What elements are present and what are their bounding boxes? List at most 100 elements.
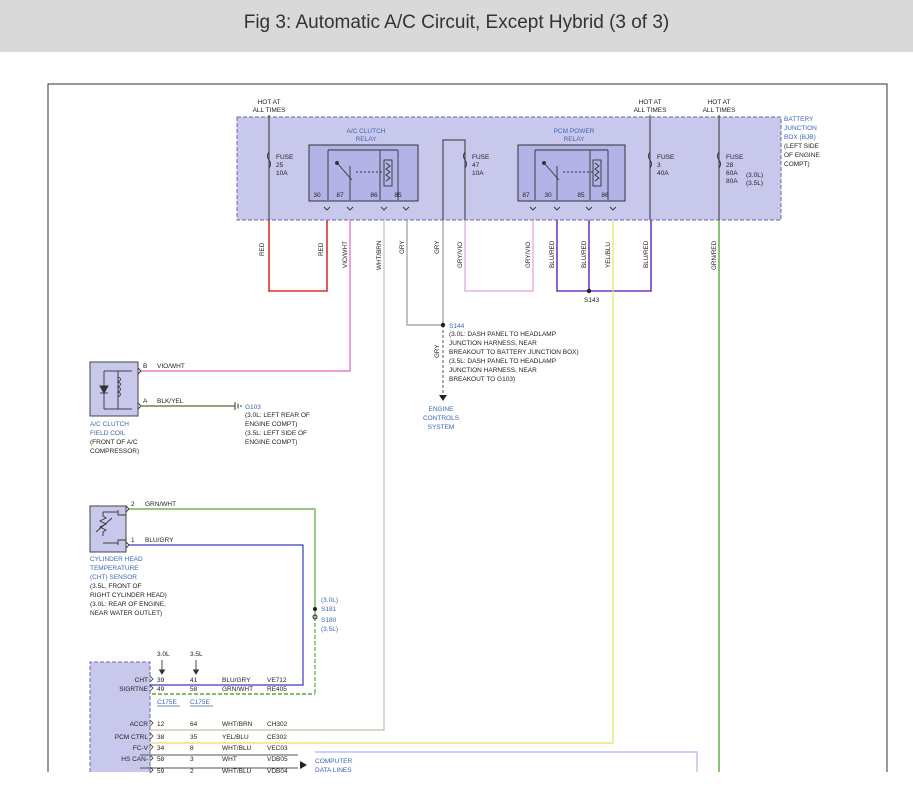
wire-label: GRY — [434, 240, 441, 254]
pcm-circuit-id: RE405 — [267, 686, 287, 693]
all-times-label: ALL TIMES — [634, 107, 668, 114]
pcm-circuit-id: VDB04 — [267, 768, 288, 775]
fuse-amp: 60A — [726, 170, 738, 177]
fuse-amp: 80A — [726, 178, 738, 185]
pcm-engine-3-0: 3.0L — [157, 651, 170, 658]
pcm-circuit-id: VE712 — [267, 677, 287, 684]
wire-label: BLU/RED — [581, 240, 588, 268]
vertical-wire-labels: RED RED VIO/WHT WHT/BRN GRY GRY GRY/VIO … — [259, 240, 718, 358]
wire-label: VIO/WHT — [157, 363, 185, 370]
ground-g103-text: (3.0L: LEFT REAR OF — [245, 412, 310, 419]
ground-g103-label: G103 — [245, 404, 261, 411]
cht-desc: (3.5L, FRONT OF — [90, 583, 142, 590]
pcm-pin-3-5: 2 — [190, 768, 194, 775]
fuse-25-symbol — [267, 151, 271, 169]
diagram-frame — [47, 83, 888, 772]
ground-g103-text: ENGINE COMPT) — [245, 421, 297, 428]
engine-controls-label: CONTROLS — [423, 415, 460, 422]
splice-s181-eng: (3.0L) — [321, 597, 338, 604]
fuse-number: 3 — [657, 162, 661, 169]
fuse-label: FUSE — [657, 154, 675, 161]
wire-label: BLU/GRY — [145, 537, 174, 544]
wire-red — [268, 220, 328, 292]
header-bar: Fig 3: Automatic A/C Circuit, Except Hyb… — [0, 0, 913, 52]
connector-chevron — [149, 684, 154, 692]
pcm-pin-name: FC-V — [133, 745, 149, 752]
wire-label: GRY — [434, 344, 441, 358]
pcm-pin-3-5: 8 — [190, 745, 194, 752]
ac-clutch-field-coil — [89, 361, 139, 417]
connector-chevron — [149, 743, 154, 751]
wire-label: WHT/BRN — [376, 240, 383, 270]
wire-blu-red — [556, 220, 652, 292]
ground-g103-text: (3.5L: LEFT SIDE OF — [245, 430, 307, 437]
fuse-28-symbol — [717, 151, 721, 169]
fuse-engine: (3.0L) — [746, 172, 763, 179]
pcm-wire-color: BLU/GRY — [222, 677, 251, 684]
coil-pin-b: B — [143, 363, 147, 370]
wire-label: BLK/YEL — [157, 398, 184, 405]
pcm-power-relay-switch — [534, 149, 609, 200]
relay-pin-label: 86 — [370, 192, 378, 199]
wire-label: GRN/RED — [711, 241, 718, 270]
fuse-label: FUSE — [726, 154, 744, 161]
splice-s144-text: JUNCTION HARNESS, NEAR — [449, 367, 537, 374]
pcm-wire-color: YEL/BLU — [222, 734, 249, 741]
relay-pin-label: 87 — [522, 192, 530, 199]
pcm-connector-label: C175E — [157, 699, 178, 706]
connector-chevron — [149, 719, 154, 727]
wire-label: GRY/VIO — [525, 242, 532, 268]
pcm-pin-3-0: 38 — [157, 734, 165, 741]
fuse-engine: (3.5L) — [746, 180, 763, 187]
wire-label: YEL/BLU — [605, 242, 612, 268]
pcm-pin-3-0: 34 — [157, 745, 165, 752]
bjb-location: COMPT) — [784, 161, 810, 168]
splice-s181-label: S181 — [321, 606, 337, 613]
ac-clutch-relay-switch — [327, 149, 399, 200]
wire-label: BLU/RED — [549, 240, 556, 268]
pcm-engine-3-5: 3.5L — [190, 651, 203, 658]
pcm-connector-label: C175E — [190, 699, 211, 706]
relay-pin-label: 30 — [544, 192, 552, 199]
engine-controls-label: ENGINE — [429, 406, 455, 413]
all-times-label: ALL TIMES — [253, 107, 287, 114]
cht-pin-1: 1 — [131, 537, 135, 544]
pcm-pin-3-5: 3 — [190, 756, 194, 763]
splice-s180-dot — [312, 614, 318, 620]
splice-s144-text: BREAKOUT TO BATTERY JUNCTION BOX) — [449, 349, 579, 356]
pcm-wire-color: WHT — [222, 756, 237, 763]
connector-chevron — [149, 754, 154, 762]
pcm-wire-color: WHT/BLU — [222, 745, 252, 752]
pcm-circuit-id: VEC03 — [267, 745, 288, 752]
pcm-pin-name: SIGRTNE — [119, 686, 148, 693]
fuse-number: 28 — [726, 162, 734, 169]
cht-pin-2: 2 — [131, 501, 135, 508]
wire-gry — [406, 220, 443, 326]
hot-at-label: HOT AT — [258, 99, 281, 106]
engine-controls-label: SYSTEM — [428, 424, 455, 431]
arrow-right-icon — [300, 761, 307, 769]
wire-label: GRN/WHT — [145, 501, 176, 508]
hot-at-label: HOT AT — [639, 99, 662, 106]
wire-gry-vio — [464, 220, 534, 292]
splice-s180-label: S180 — [321, 617, 337, 624]
bjb-label: JUNCTION — [784, 125, 817, 132]
computer-data-lines-label: DATA LINES — [315, 767, 352, 774]
wire-label: RED — [318, 242, 325, 256]
wire-yel-blu — [140, 220, 614, 744]
fuse-47-symbol — [463, 151, 467, 169]
figure-title: Fig 3: Automatic A/C Circuit, Except Hyb… — [243, 12, 670, 33]
computer-data-lines-label: COMPUTER — [315, 758, 353, 765]
pcm-pin-3-0: 58 — [157, 756, 165, 763]
fuse-amp: 10A — [276, 170, 288, 177]
pcm-module — [89, 661, 151, 772]
wire-wht-brn — [140, 220, 385, 731]
cht-sensor — [89, 505, 127, 553]
pcm-circuit-id: CE302 — [267, 734, 287, 741]
ac-clutch-relay-title: A/C CLUTCH — [346, 128, 385, 135]
relay-pin-label: 87 — [336, 192, 344, 199]
pcm-pin-3-5: 41 — [190, 677, 198, 684]
splice-s144-label: S144 — [449, 323, 465, 330]
connector-chevron — [149, 675, 154, 683]
cht-label: TEMPERATURE — [90, 565, 139, 572]
